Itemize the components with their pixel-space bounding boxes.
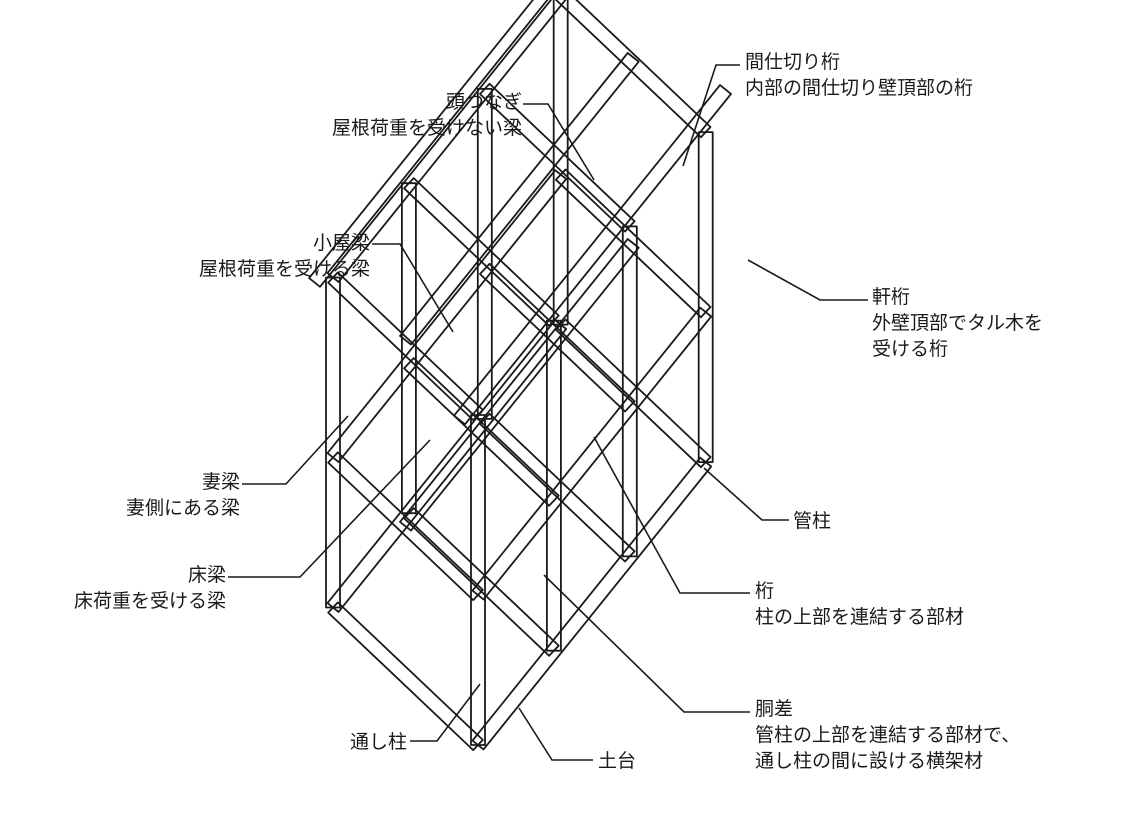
- label-dousashi-desc2: 通し柱の間に設ける横架材: [755, 750, 983, 772]
- yukabari-2: [479, 262, 636, 413]
- leader-kudabashira: [703, 467, 789, 521]
- toshibashira-front-3: [697, 131, 714, 464]
- leader-atamatsunagi: [523, 103, 595, 181]
- label-koyabari-name: 小屋梁: [313, 232, 370, 254]
- mashikiri-keta: [399, 52, 640, 346]
- label-dousashi-desc1: 管柱の上部を連結する部材で、: [755, 724, 1020, 746]
- toshibashira-front-0: [470, 414, 486, 746]
- label-toshibashira-name: 通し柱: [350, 731, 407, 753]
- dousashi-front: [471, 306, 713, 601]
- kudabashira-back-1: [400, 182, 417, 515]
- nokigeta-front: [453, 84, 732, 426]
- label-yukabari-name: 床梁: [188, 564, 226, 586]
- nokigeta-back: [308, 0, 553, 288]
- label-nokigeta-desc2: 受ける桁: [872, 338, 948, 360]
- keta-back: [326, 0, 567, 283]
- timber-frame: [308, 0, 732, 751]
- koyabari-0: [327, 271, 484, 422]
- leader-koyabari: [372, 243, 454, 333]
- label-yukabari-desc: 床荷重を受ける梁: [74, 590, 226, 612]
- dodai-cross-3: [555, 318, 712, 469]
- leader-dousashi: [543, 574, 750, 713]
- leader-tsumabari: [242, 415, 349, 485]
- kudabashira-back-3: [552, 0, 569, 326]
- koyabari-3: [555, 0, 712, 139]
- label-nokigeta-desc1: 外壁頂部でタル木を: [872, 312, 1043, 334]
- label-dodai-name: 土台: [598, 750, 636, 772]
- label-tsumabari-desc: 妻側にある梁: [126, 497, 240, 519]
- dodai-back: [326, 319, 568, 613]
- labels: 頭つなぎ 屋根荷重を受けない梁 間仕切り桁 内部の間仕切り壁頂部の桁 小屋梁 屋…: [74, 51, 1043, 772]
- label-keta-desc: 柱の上部を連結する部材: [755, 606, 964, 628]
- leader-dodai: [518, 707, 593, 761]
- leader-mashikiri-keta: [682, 64, 740, 167]
- yukabari-1: [403, 357, 560, 507]
- label-atamatsunagi-name: 頭つなぎ: [446, 91, 522, 113]
- label-mashikiri-keta-desc: 内部の間仕切り壁頂部の桁: [745, 77, 973, 99]
- dousashi-back: [326, 169, 568, 463]
- dodai-cross-1: [403, 507, 560, 657]
- leader-toshibashira: [410, 683, 481, 742]
- floor-mid-beam: [399, 238, 640, 532]
- label-tsumabari-name: 妻梁: [202, 471, 240, 493]
- leader-nokigeta: [747, 259, 868, 301]
- leader-keta: [593, 436, 750, 594]
- toshibashira-front-1: [546, 319, 562, 652]
- label-kudabashira-name: 管柱: [793, 510, 831, 532]
- yukabari-0: [327, 451, 484, 601]
- label-koyabari-desc: 屋根荷重を受ける梁: [199, 258, 370, 280]
- label-dousashi-name: 胴差: [755, 698, 793, 720]
- koyabari-2: [479, 82, 636, 233]
- label-nokigeta-name: 軒桁: [872, 286, 910, 308]
- yukabari-3: [555, 168, 712, 319]
- label-mashikiri-keta-name: 間仕切り桁: [745, 51, 840, 73]
- kudabashira-back-0: [325, 276, 341, 609]
- kudabashira-back-2: [476, 88, 493, 420]
- label-keta-name: 桁: [755, 580, 774, 602]
- dodai-cross-0: [327, 601, 484, 751]
- toshibashira-front-2: [621, 225, 638, 558]
- leader-lines: [228, 64, 868, 761]
- leader-yukabari: [228, 439, 431, 578]
- dodai-front: [471, 456, 713, 751]
- label-atamatsunagi-desc: 屋根荷重を受けない梁: [332, 117, 522, 139]
- dodai-cross-2: [479, 412, 636, 563]
- koyabari-1: [403, 177, 560, 327]
